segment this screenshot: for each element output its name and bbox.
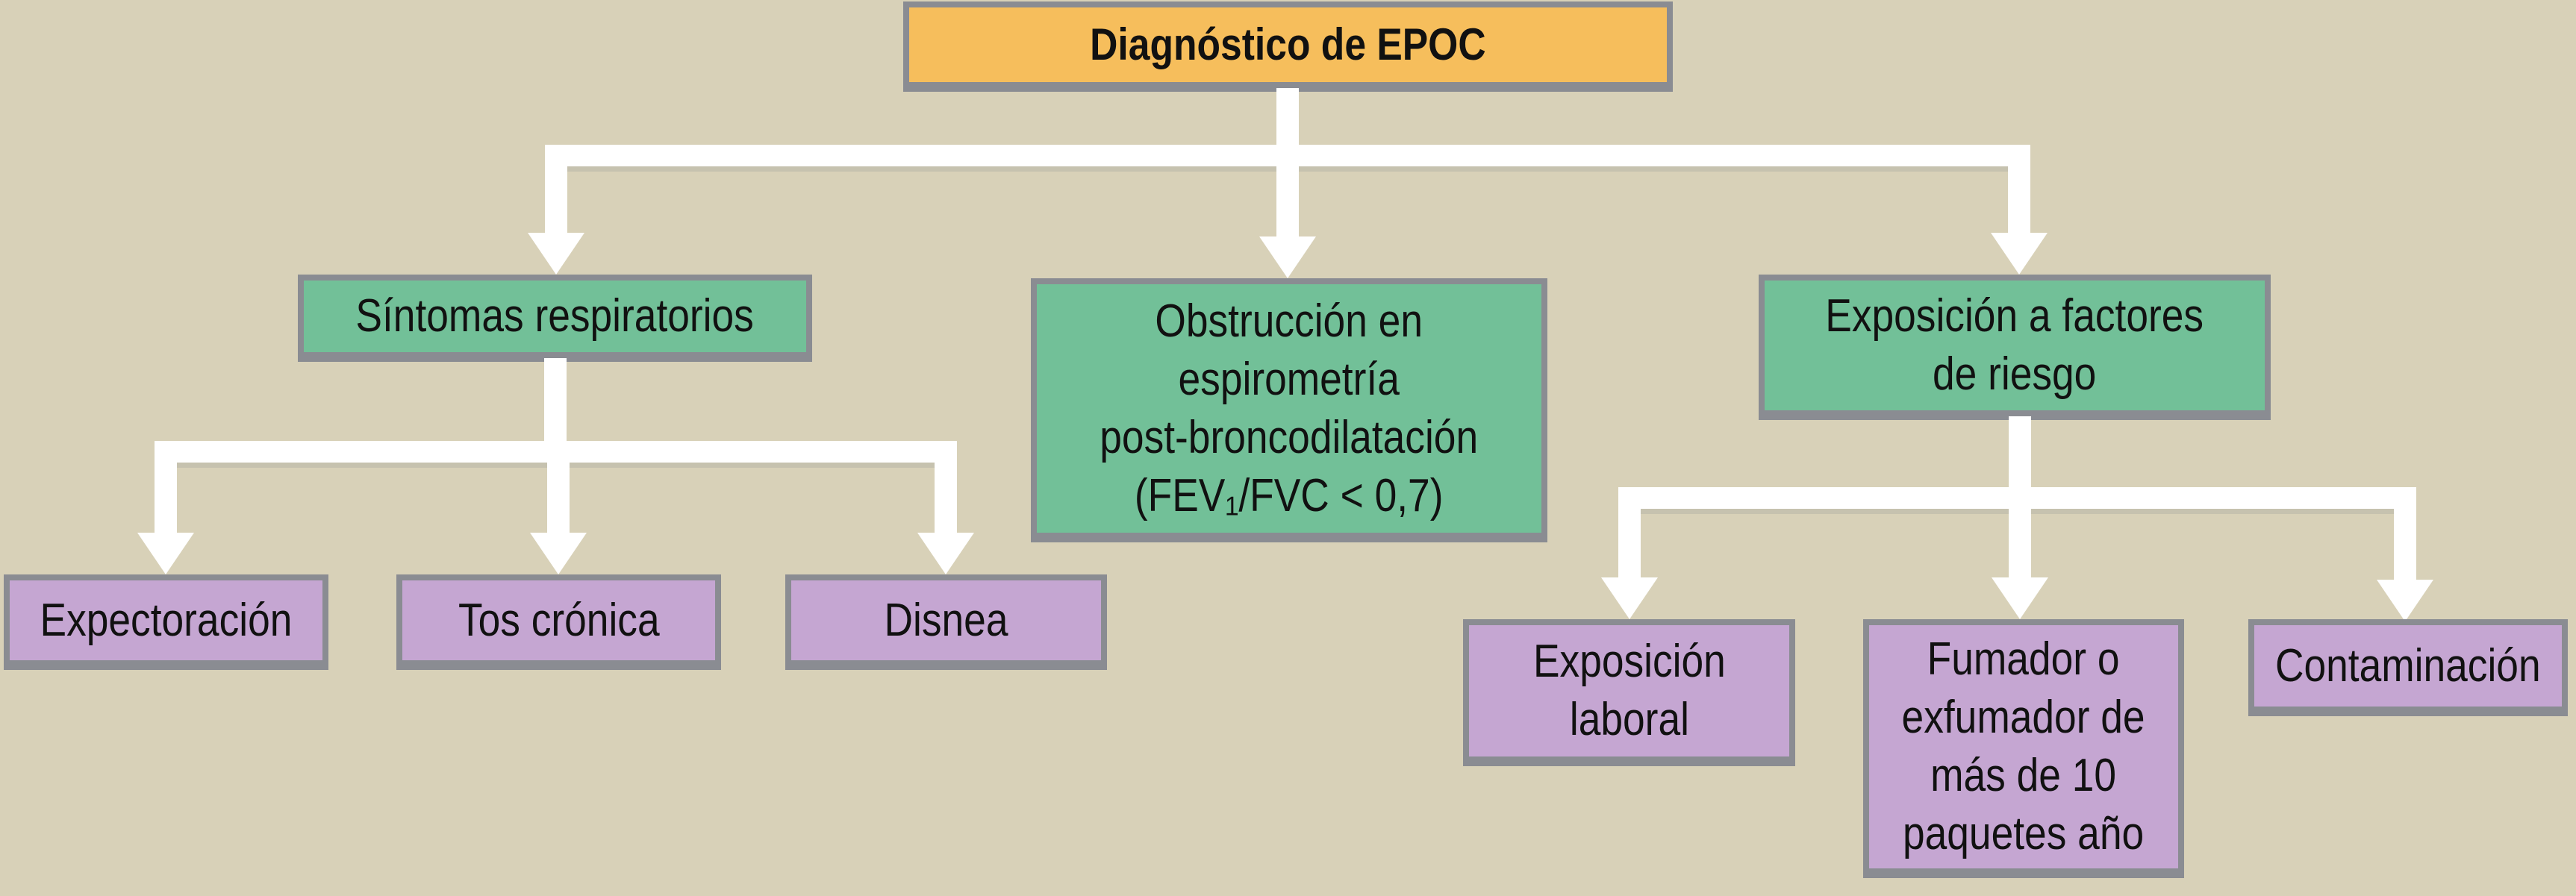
node-exposicion-factores-riesgo: Exposición a factores de riesgo [1759,275,2271,416]
node-label: Diagnóstico de EPOC [1090,19,1486,69]
arrow-down-icon [528,233,584,275]
connector-symptoms-stem [545,166,567,233]
node-fumador-exfumador: Fumador o exfumador de más de 10 paquete… [1863,619,2184,874]
node-tos-cronica: Tos crónica [396,574,721,666]
arrow-down-icon [1992,577,2048,619]
connector-contaminacion-stem [2394,509,2416,580]
node-diagnostico-epoc: Diagnóstico de EPOC [903,1,1673,88]
arrow-down-icon [1991,233,2048,275]
connector-symptoms-bar [155,441,957,463]
node-label: Fumador o exfumador de más de 10 paquete… [1901,633,2146,859]
node-label: Obstrucción en espirometría post-broncod… [1100,295,1479,521]
arrow-down-icon [137,533,194,574]
node-label: Exposición laboral [1532,636,1726,745]
node-label: Síntomas respiratorios [355,290,755,342]
connector-exposure-stem [2008,166,2030,233]
connector-tos-cronica-stem [547,463,570,533]
arrow-down-icon [917,533,974,574]
arrow-down-icon [1601,577,1658,619]
node-exposicion-laboral: Exposición laboral [1463,619,1795,762]
node-label: Tos crónica [458,594,660,646]
connector-disnea-stem [935,463,957,533]
arrow-down-icon [2377,580,2433,621]
connector-exposicion-laboral-stem [1618,509,1641,578]
connector-level1-bar [545,145,2030,166]
connector-spirometry-stem [1276,166,1299,236]
arrow-down-icon [1259,236,1316,278]
connector-expectoracion-stem [155,463,177,533]
node-contaminacion: Contaminación [2248,619,2568,712]
connector-fumador-stem [2009,509,2031,578]
connector-exposure-bar [1618,487,2416,509]
node-label: Disnea [884,594,1008,646]
node-sintomas-respiratorios: Síntomas respiratorios [298,275,812,358]
node-expectoracion: Expectoración [4,574,328,666]
node-label: Exposición a factores de riesgo [1825,290,2204,400]
node-disnea: Disnea [785,574,1107,666]
node-obstruccion-espirometria: Obstrucción en espirometría post-broncod… [1031,278,1547,539]
node-label: Contaminación [2275,639,2541,692]
node-label: Expectoración [40,594,293,646]
arrow-down-icon [530,533,587,574]
